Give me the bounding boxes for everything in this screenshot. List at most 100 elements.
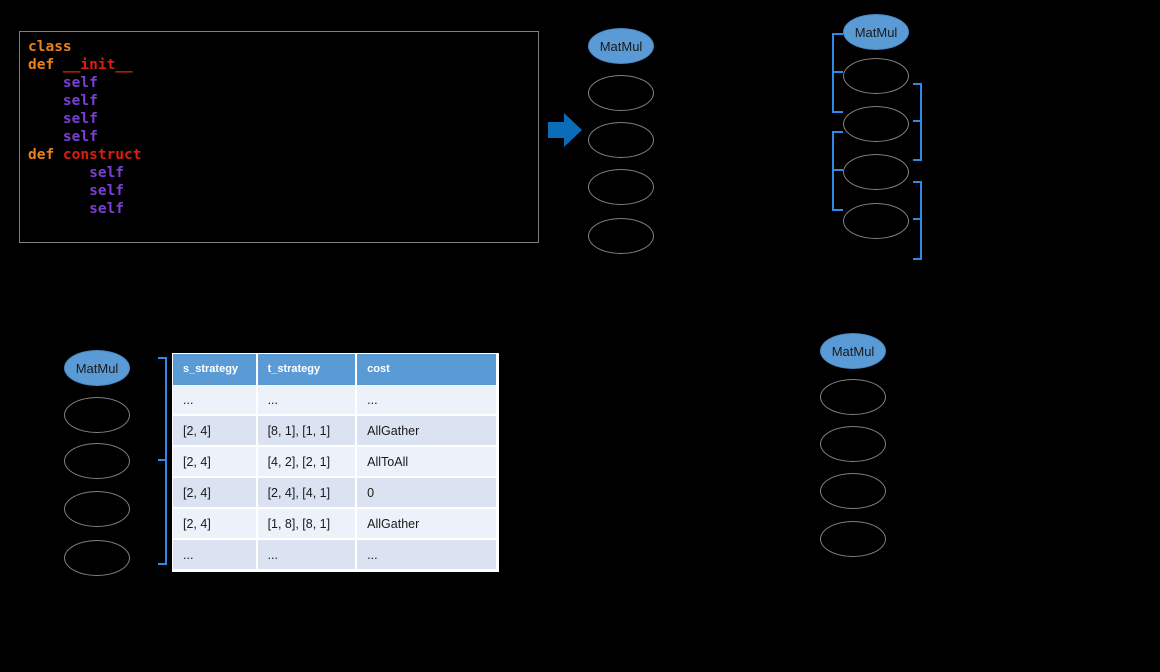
bracket-right-lower [911, 181, 922, 260]
node-blank-3[interactable] [843, 154, 909, 190]
table-header-row: s_strategy t_strategy cost [173, 354, 498, 385]
bracket-cap-top [158, 357, 167, 359]
transform-arrow-icon [548, 113, 582, 147]
code-line: self [28, 164, 142, 182]
code-line: def construct [28, 146, 142, 164]
cell-s-strategy: [2, 4] [173, 446, 258, 478]
table-row: ......... [173, 539, 498, 571]
bracket-cap-top [913, 83, 922, 85]
node-blank-1[interactable] [588, 75, 654, 111]
bracket-tick [913, 218, 922, 220]
cell-cost: AllGather [356, 508, 498, 540]
node-matmul-head[interactable]: MatMul [820, 333, 886, 369]
bracket-right-upper [911, 83, 922, 161]
cell-t-strategy: [8, 1], [1, 1] [256, 415, 358, 447]
node-blank-1[interactable] [820, 379, 886, 415]
table-row: [2, 4][2, 4], [4, 1]0 [173, 477, 498, 509]
bracket-cap-bottom [834, 209, 843, 211]
bracket-bar [832, 131, 834, 211]
code-token-self: self [62, 111, 98, 127]
bracket-cap-top [834, 131, 843, 133]
cell-s-strategy: [2, 4] [173, 477, 258, 509]
node-blank-2[interactable] [843, 106, 909, 142]
node-blank-2[interactable] [64, 443, 130, 479]
bracket-cap-bottom [913, 258, 922, 260]
strategy-cost-table: s_strategy t_strategy cost .........[2, … [173, 354, 498, 571]
cell-cost: 0 [356, 477, 498, 509]
cell-s-strategy: [2, 4] [173, 415, 258, 447]
bracket-cap-bottom [834, 111, 843, 113]
code-token-keyword: def [28, 147, 63, 163]
cell-t-strategy: [2, 4], [4, 1] [256, 477, 358, 509]
column-header-t-strategy: t_strategy [256, 354, 358, 385]
code-token-self: self [89, 201, 125, 217]
graph-top-right: MatMul [843, 14, 913, 259]
code-line: self [28, 128, 142, 146]
cell-cost: AllToAll [356, 446, 498, 478]
table-row: [2, 4][4, 2], [2, 1]AllToAll [173, 446, 498, 478]
node-blank-2[interactable] [820, 426, 886, 462]
code-line: class [28, 38, 142, 56]
table-row: [2, 4][8, 1], [1, 1]AllGather [173, 415, 498, 447]
graph-bottom-left: MatMul [64, 350, 134, 580]
bracket-table-to-node [156, 357, 167, 565]
node-blank-3[interactable] [820, 473, 886, 509]
code-token-keyword: class [28, 39, 72, 55]
table-body: .........[2, 4][8, 1], [1, 1]AllGather[2… [173, 385, 498, 571]
bracket-tick [158, 459, 167, 461]
code-line: self [28, 74, 142, 92]
bracket-left-lower [832, 131, 843, 211]
code-token-self: self [62, 93, 98, 109]
bracket-left-upper [832, 33, 843, 113]
node-blank-1[interactable] [64, 397, 130, 433]
bracket-tick [834, 71, 843, 73]
code-token-self: self [89, 165, 125, 181]
arrow-shaft [548, 122, 566, 138]
column-header-cost: cost [356, 354, 498, 385]
cell-t-strategy: [1, 8], [8, 1] [256, 508, 358, 540]
node-blank-3[interactable] [588, 169, 654, 205]
bracket-bar [920, 83, 922, 161]
cell-cost: ... [356, 539, 498, 571]
bracket-cap-bottom [913, 159, 922, 161]
node-blank-3[interactable] [64, 491, 130, 527]
bracket-bar [832, 33, 834, 113]
code-token-self: self [62, 129, 98, 145]
code-line: self [28, 110, 142, 128]
bracket-cap-top [913, 181, 922, 183]
bracket-cap-top [834, 33, 843, 35]
bracket-tick [834, 169, 843, 171]
bracket-cap-bottom [158, 563, 167, 565]
cell-cost: ... [356, 385, 498, 416]
cell-t-strategy: ... [256, 539, 358, 571]
graph-bottom-right: MatMul [820, 333, 890, 563]
code-token-self: self [89, 183, 125, 199]
cell-s-strategy: [2, 4] [173, 508, 258, 540]
table-row: ......... [173, 385, 498, 416]
cell-s-strategy: ... [173, 385, 258, 416]
node-blank-4[interactable] [843, 203, 909, 239]
cell-t-strategy: ... [256, 385, 358, 416]
cell-t-strategy: [4, 2], [2, 1] [256, 446, 358, 478]
node-blank-4[interactable] [820, 521, 886, 557]
node-blank-4[interactable] [588, 218, 654, 254]
code-line: self [28, 182, 142, 200]
column-header-s-strategy: s_strategy [173, 354, 258, 385]
node-blank-1[interactable] [843, 58, 909, 94]
node-matmul-head[interactable]: MatMul [64, 350, 130, 386]
node-blank-2[interactable] [588, 122, 654, 158]
node-matmul-head[interactable]: MatMul [843, 14, 909, 50]
bracket-bar [165, 357, 167, 565]
node-blank-4[interactable] [64, 540, 130, 576]
code-line: def __init__ [28, 56, 142, 74]
cell-s-strategy: ... [173, 539, 258, 571]
code-line: self [28, 92, 142, 110]
code-token-self: self [62, 75, 98, 91]
code-token-fn: construct [62, 147, 142, 163]
arrow-head [564, 113, 582, 147]
table-row: [2, 4][1, 8], [8, 1]AllGather [173, 508, 498, 540]
node-matmul-head[interactable]: MatMul [588, 28, 654, 64]
